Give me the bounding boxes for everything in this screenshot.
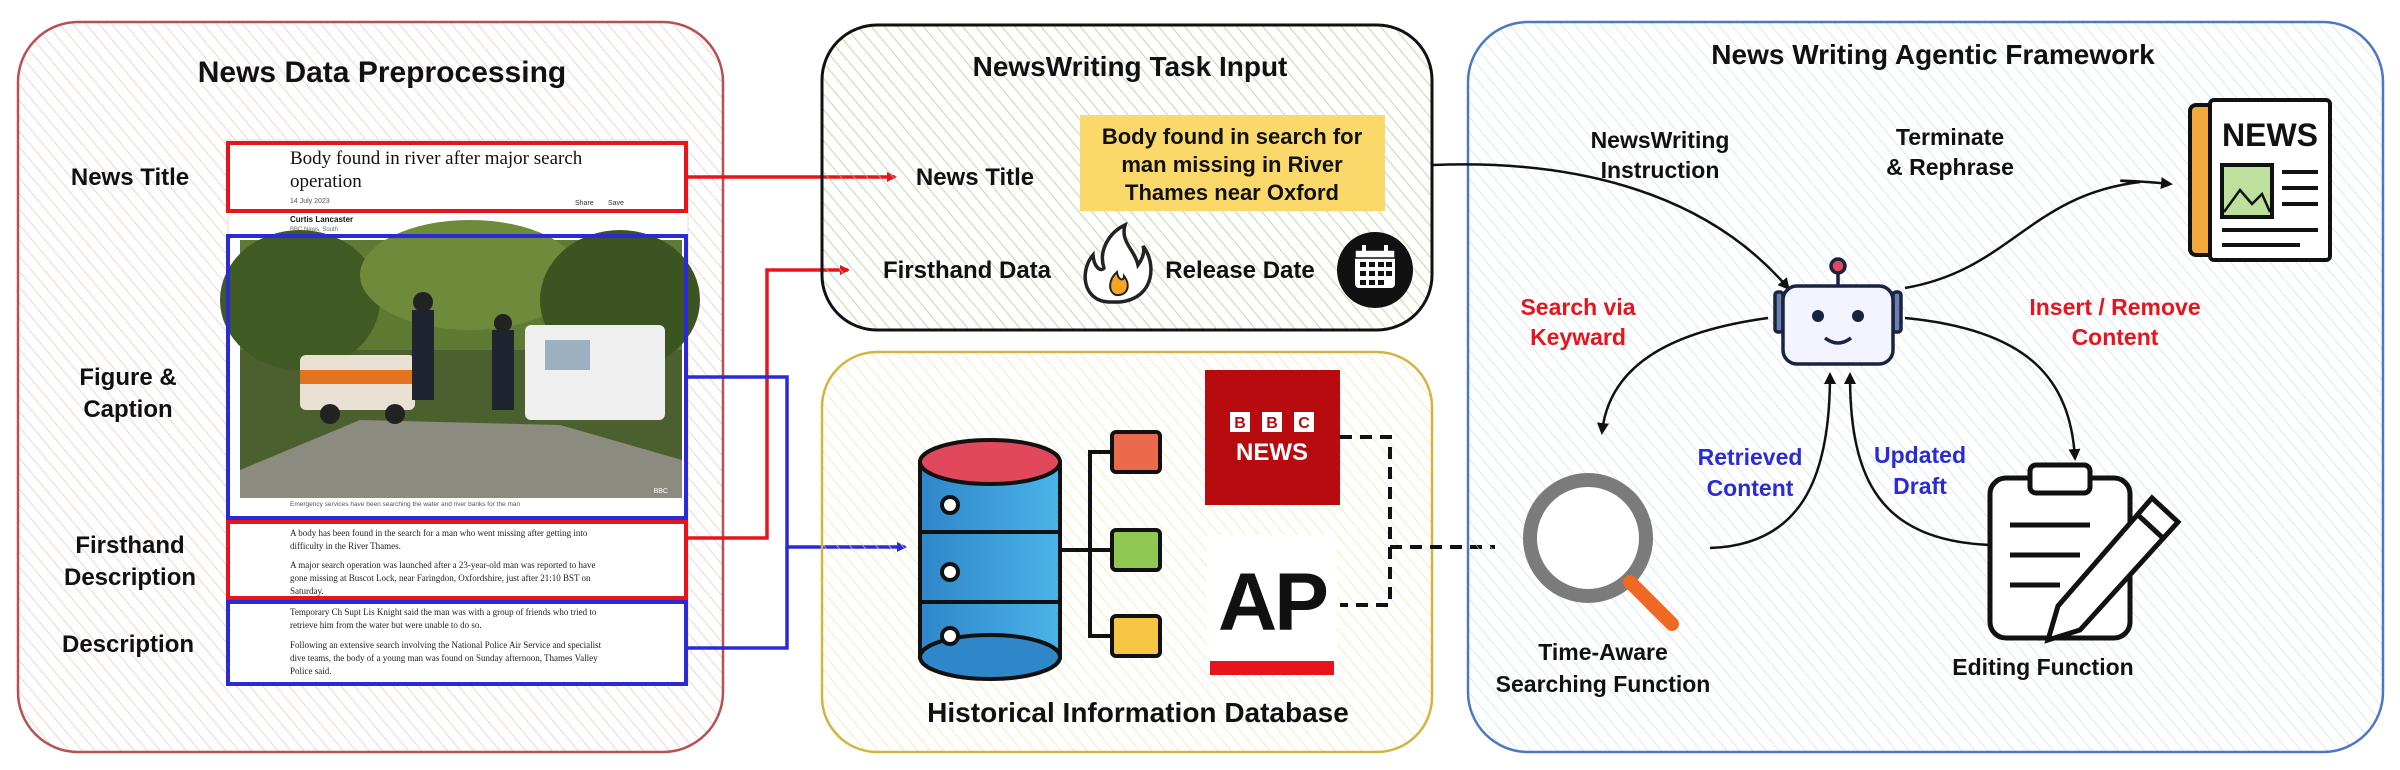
firsthand-text-line3: A major search operation was launched af… [290,560,595,570]
label-figure-line2: Caption [83,396,172,423]
article-author-role: BBC News, South [290,227,338,233]
article-share[interactable]: Share [575,200,594,207]
bbc-letter-c: C [1298,415,1310,432]
article-headline-line2: operation [290,171,362,192]
panel-agentic-frame [1466,20,2385,754]
task-news-title-label: News Title [916,164,1034,191]
insert-remove-line1: Insert / Remove [2029,294,2200,320]
box-figure-caption [226,234,688,520]
terminate-line2: & Rephrase [1886,154,2014,180]
task-title-line1: Body found in search for [1102,124,1363,149]
box-description [226,600,688,686]
task-firsthand-label: Firsthand Data [883,257,1052,284]
arrow-agent-to-news [1904,177,2173,290]
label-firsthand-line1: Firsthand [75,532,184,559]
task-release-label: Release Date [1165,257,1314,284]
task-title-line2: man missing in River [1121,152,1343,177]
updated-line1: Updated [1874,442,1966,468]
clipboard-edit-icon [1987,462,2182,644]
description-text-line5: Police said. [290,666,332,676]
box-firsthand-description [226,520,688,600]
panel-agentic: News Writing Agentic Framework NewsWriti… [1432,20,2385,754]
arrow-instruction-to-agent [1432,163,1790,291]
article-author: Curtis Lancaster [290,215,353,224]
robot-agent-icon [1773,257,1903,366]
terminate-line1: Terminate [1896,124,2004,150]
label-description: Description [62,631,194,658]
calendar-icon [1337,232,1413,308]
panel-agentic-title: News Writing Agentic Framework [1711,39,2155,70]
label-firsthand-line2: Description [64,564,196,591]
magnifier-search-icon [1523,473,1679,631]
newspaper-icon: NEWS [2188,98,2332,262]
article-date: 14 July 2023 [290,198,330,205]
firsthand-text-line1: A body has been found in the search for … [290,528,588,538]
panel-database-title: Historical Information Database [927,697,1349,728]
firsthand-text-line5: Saturday. [290,586,324,596]
arrow-agent-to-editing [1904,316,2081,461]
firsthand-text-line4: gone missing at Buscot Lock, near Faring… [290,573,591,583]
arrow-agent-to-search [1597,316,1769,435]
arrow-search-to-agent [1709,372,1836,550]
editing-function-label: Editing Function [1952,654,2133,680]
arrow-firsthand-to-input [688,265,850,540]
panel-preprocessing-title: News Data Preprocessing [198,56,566,89]
newspaper-headline-text: NEWS [2222,117,2318,153]
article-headline-line1: Body found in river after major search [290,148,583,169]
search-keyword-line1: Search via [1520,294,1635,320]
article-photo: BBC [220,220,700,498]
firsthand-text-line2: difficulty in the River Thames. [290,541,401,551]
search-function-line2: Searching Function [1496,671,1711,697]
insert-remove-line2: Content [2072,324,2159,350]
retrieved-line2: Content [1707,475,1794,501]
arrow-editing-to-agent [1844,372,1991,547]
photo-watermark: BBC [654,488,668,495]
updated-line2: Draft [1893,473,1947,499]
article-save[interactable]: Save [608,200,624,207]
description-text-line3: Following an extensive search involving … [290,640,602,650]
description-text-line1: Temporary Ch Supt Lis Knight said the ma… [290,607,597,617]
label-news-title: News Title [71,164,189,191]
description-text-line2: retrieve him from the water but were una… [290,620,482,630]
database-icon [918,430,1162,681]
bbc-letter-b1: B [1234,415,1246,432]
description-text-line4: dive teams, the body of a young man was … [290,653,598,663]
search-keyword-line2: Keyward [1530,324,1626,350]
article-caption: Emergency services have been searching t… [290,501,521,508]
task-title-highlight [1080,115,1385,211]
bbc-news-word: NEWS [1236,439,1308,466]
bbc-letter-b2: B [1266,415,1278,432]
instruction-line1: NewsWriting [1591,127,1730,153]
dashed-link-sources [1340,435,1392,607]
panel-news-preprocessing: News Data Preprocessing News Title Figur… [16,20,725,754]
fire-icon [1083,221,1153,304]
label-figure-line1: Figure & [79,364,176,391]
task-title-line3: Thames near Oxford [1125,180,1339,205]
arrow-description-to-database [688,547,789,650]
ap-logo-text: AP [1218,557,1326,648]
retrieved-line1: Retrieved [1698,444,1803,470]
instruction-line2: Instruction [1601,157,1720,183]
article-screenshot: Body found in river after major search o… [220,139,700,686]
panel-task-input: NewsWriting Task Input News Title Body f… [820,23,1434,332]
ap-logo: AP [1207,535,1337,675]
connectors [688,172,907,650]
search-function-line1: Time-Aware [1538,639,1668,665]
panel-task-input-title: NewsWriting Task Input [973,51,1288,82]
box-news-title [226,141,688,213]
panel-database: Historical Information Database B B [820,350,1495,754]
bbc-news-logo: B B C NEWS [1205,370,1340,505]
